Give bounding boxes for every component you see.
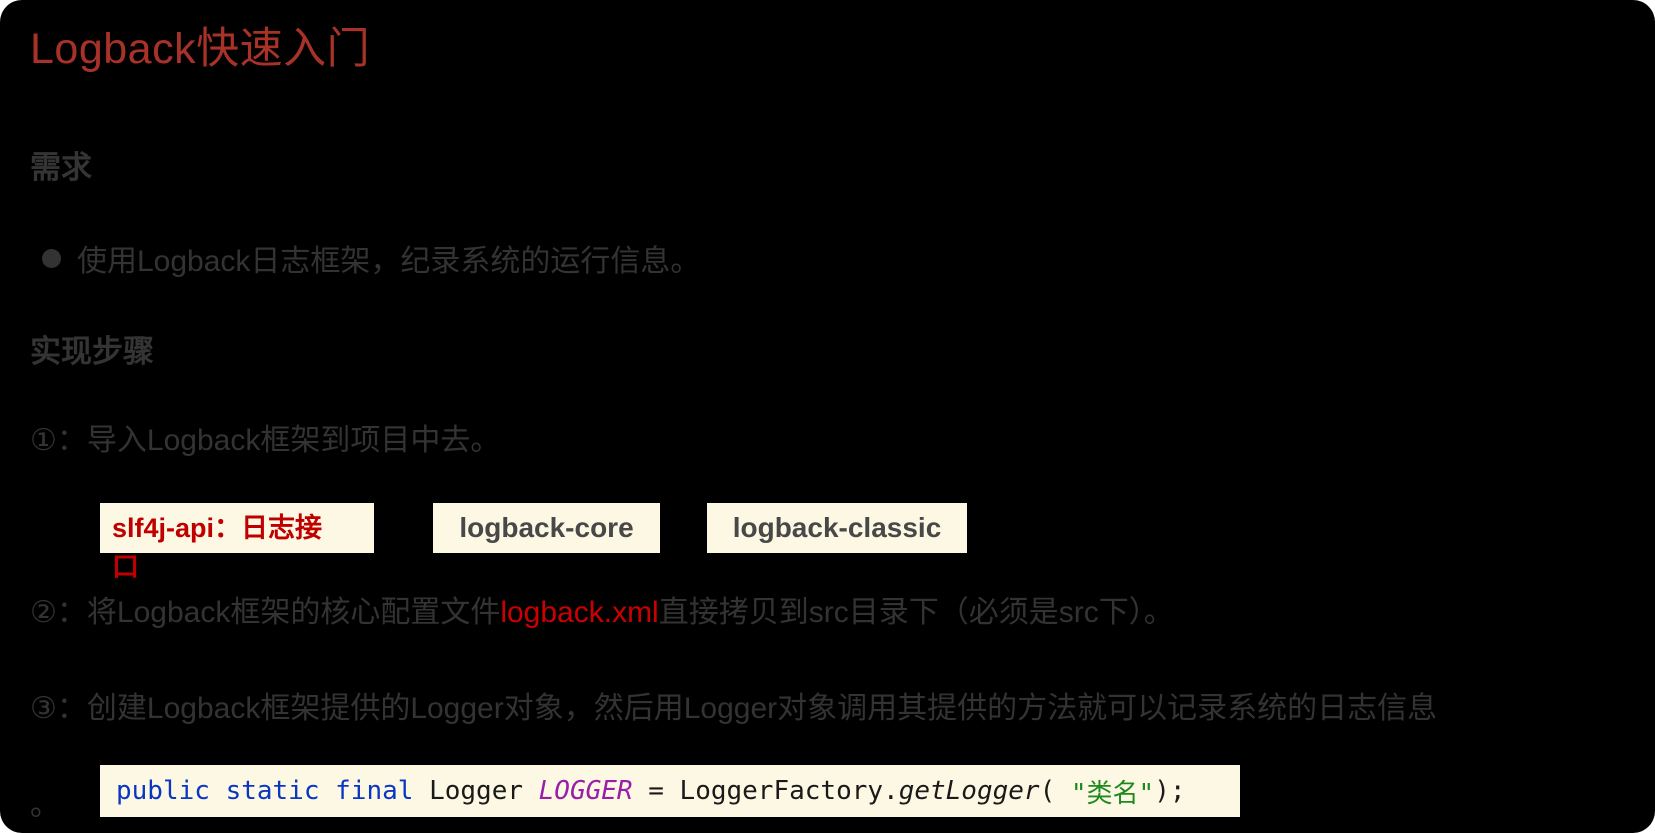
code-token-open-paren: ( [1039, 776, 1071, 806]
requirement-heading: 需求 [30, 150, 92, 185]
code-token-keywords: public static final [116, 776, 430, 806]
chip-logback-classic-label: logback-classic [732, 512, 942, 543]
step2-highlight-logback-xml: logback.xml [500, 596, 659, 629]
requirement-bullet-text: 使用Logback日志框架，纪录系统的运行信息。 [77, 245, 701, 278]
bullet-icon [42, 248, 61, 268]
chip-logback-core: logback-core [433, 503, 660, 553]
requirement-bullet-row: 使用Logback日志框架，纪录系统的运行信息。 [42, 236, 700, 280]
chip-logback-core-label: logback-core [459, 512, 634, 543]
code-token-string-literal: "类名" [1070, 778, 1155, 809]
code-token-logger-type: Logger [429, 776, 539, 806]
chip-slf4j-api-label: slf4j-api：日志接口 [100, 503, 374, 587]
chip-slf4j-api-label-line1: slf4j-api：日志接 [112, 513, 323, 543]
page-title: Logback快速入门 [30, 25, 371, 73]
code-token-close-paren: ); [1154, 776, 1186, 806]
step2-line: ②：将Logback框架的核心配置文件logback.xml直接拷贝到src目录… [30, 596, 1174, 631]
chip-slf4j-api-label-line2: 口 [112, 552, 139, 582]
step1-line: ①：导入Logback框架到项目中去。 [30, 424, 501, 457]
code-token-getlogger: getLogger [898, 776, 1040, 806]
code-snippet: public static final Logger LOGGER = Logg… [100, 765, 1240, 817]
chip-logback-classic: logback-classic [707, 503, 967, 553]
chip-slf4j-api: slf4j-api：日志接口 [100, 503, 374, 582]
step3-continuation-period: 。 [30, 789, 60, 822]
step2-text-post: 直接拷贝到src目录下（必须是src下）。 [658, 596, 1174, 629]
code-token-assignment: = LoggerFactory. [632, 776, 899, 806]
step2-text-pre: ②：将Logback框架的核心配置文件 [30, 596, 501, 629]
step3-line: ③：创建Logback框架提供的Logger对象，然后用Logger对象调用其提… [30, 692, 1438, 725]
steps-heading: 实现步骤 [30, 334, 154, 369]
code-token-logger-field: LOGGER [538, 776, 633, 806]
